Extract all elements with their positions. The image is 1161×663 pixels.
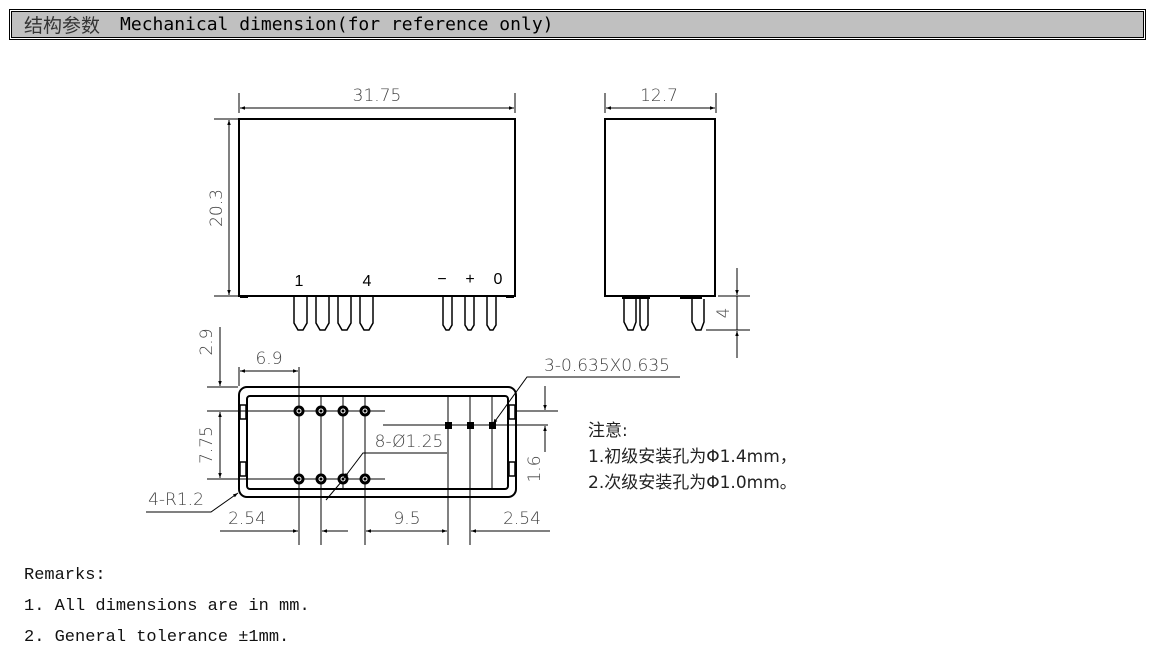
note-line: 1.初级安装孔为Φ1.4mm，	[588, 447, 797, 467]
hole	[359, 405, 371, 417]
pin-label-minus: −	[437, 271, 446, 288]
bottom-view	[146, 327, 680, 545]
front-height-label: 20.3	[207, 189, 227, 227]
square-pins-label: 3-0.635X0.635	[544, 356, 670, 376]
bottom-outer-outline	[238, 386, 517, 498]
round-holes	[293, 405, 371, 485]
installation-note: 注意: 1.初级安装孔为Φ1.4mm， 2.次级安装孔为Φ1.0mm。	[588, 418, 797, 496]
pin	[359, 297, 374, 331]
round-holes-label: 8-Ø1.25	[375, 432, 444, 452]
pin-label-0: 0	[494, 271, 503, 288]
front-view	[214, 93, 516, 331]
pin	[337, 297, 352, 331]
square-pin	[467, 422, 474, 429]
offset-left-label: 6.9	[255, 349, 282, 369]
pin	[691, 299, 705, 331]
hole	[359, 473, 371, 485]
side-body-outline	[604, 118, 716, 297]
remarks-title: Remarks:	[24, 566, 106, 585]
note-title: 注意:	[588, 421, 628, 441]
corner-radius-label: 4-R1.2	[148, 490, 204, 510]
bottom-inner-outline	[246, 395, 509, 490]
pin	[623, 299, 637, 331]
front-pins	[293, 297, 497, 331]
pin-label-4: 4	[363, 273, 372, 290]
pin	[442, 297, 453, 331]
hole	[337, 473, 349, 485]
pin	[464, 297, 475, 331]
remarks-line: 1. All dimensions are in mm.	[24, 597, 310, 616]
section-title-en: Mechanical dimension(for reference only)	[120, 14, 554, 35]
span-label: 9.5	[393, 509, 420, 529]
pin-label-plus: +	[465, 271, 474, 288]
pitch-left-label: 2.54	[228, 509, 266, 529]
square-pins	[445, 422, 496, 429]
remarks-line: 2. General tolerance ±1mm.	[24, 628, 290, 647]
front-width-label: 31.75	[353, 86, 402, 106]
pitch-right-label: 2.54	[503, 509, 541, 529]
pin	[293, 297, 308, 331]
remarks: Remarks: 1. All dimensions are in mm. 2.…	[24, 560, 310, 653]
hole	[293, 473, 305, 485]
pin	[486, 297, 497, 331]
note-line: 2.次级安装孔为Φ1.0mm。	[588, 473, 797, 493]
side-view	[604, 93, 750, 358]
section-header: 结构参数 Mechanical dimension(for reference …	[9, 9, 1146, 40]
section-title-cn: 结构参数	[24, 15, 101, 37]
hole	[315, 473, 327, 485]
pin-label-1: 1	[295, 273, 304, 290]
square-pin	[445, 422, 452, 429]
front-body-outline	[238, 118, 516, 297]
hole	[293, 405, 305, 417]
offset-top-label: 2.9	[197, 328, 217, 355]
hole	[337, 405, 349, 417]
side-width-label: 12.7	[640, 86, 678, 106]
offset-right-label: 1.6	[525, 455, 545, 482]
pin	[315, 297, 330, 331]
section-header-inner: 结构参数 Mechanical dimension(for reference …	[11, 11, 1144, 38]
square-pin	[489, 422, 496, 429]
pin-length-label: 4	[714, 308, 734, 319]
pin	[639, 299, 649, 331]
hole	[315, 405, 327, 417]
row-spacing-label: 7.75	[197, 426, 217, 464]
